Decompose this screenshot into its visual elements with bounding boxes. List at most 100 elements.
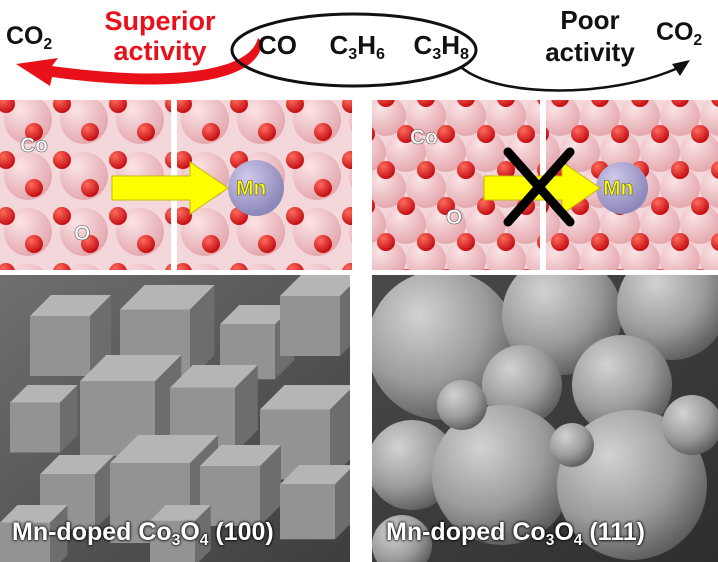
o-atom (711, 100, 718, 107)
crystal-structure-panels: Co O Mn Co O Mn (0, 100, 718, 270)
o-atom (177, 151, 192, 169)
co-atom (640, 204, 680, 244)
co-atom (560, 132, 600, 172)
blocked-x-icon (503, 147, 575, 227)
co-atom (406, 240, 446, 270)
sphere-particle (550, 423, 594, 467)
co-atom (189, 264, 221, 270)
sem-image-100 (0, 275, 350, 562)
o-atom (477, 197, 495, 215)
o-atom (0, 263, 15, 270)
co-atom-label-right: Co (410, 126, 438, 149)
o-atom (711, 161, 718, 179)
o-atom (615, 269, 625, 270)
co-atom (349, 164, 352, 188)
co-atom (660, 168, 700, 208)
o-atom (342, 263, 352, 270)
poor-activity-arrow (461, 60, 690, 92)
co-atom (466, 204, 506, 244)
o-atom (481, 269, 491, 270)
o-atom (286, 207, 304, 225)
mn-atom-left (228, 160, 284, 216)
o-atom (631, 233, 649, 251)
reactant-ellipse (230, 12, 478, 88)
co-atom (546, 100, 580, 136)
o-atom (165, 207, 171, 225)
co-atom (486, 240, 526, 270)
o-atom (671, 233, 689, 251)
sem-image-111 (372, 275, 718, 562)
co-atom (680, 132, 718, 172)
co-atom (600, 132, 640, 172)
o-atom (258, 235, 276, 253)
co-atom (446, 100, 486, 136)
o-atom (230, 100, 248, 113)
cube-particle (150, 505, 211, 562)
o-atom (377, 100, 395, 107)
reactant-gases: CO C3H6 C3H8 (258, 30, 469, 64)
o-atom (202, 235, 220, 253)
o-atom (457, 161, 475, 179)
o-atom (521, 269, 531, 270)
o-atom (397, 197, 415, 215)
o-atom (314, 179, 332, 197)
o-atom (437, 197, 455, 215)
co-atom-label-left: Co (20, 134, 48, 157)
co-atom (68, 264, 100, 270)
co-atom (12, 264, 44, 270)
co-atom (640, 132, 680, 172)
o-atom (202, 123, 220, 141)
o-atom (691, 125, 709, 143)
gas-c3h6: C3H6 (329, 30, 385, 64)
o-atom (551, 233, 569, 251)
o-atom (497, 100, 515, 107)
o-atom (695, 269, 705, 270)
o-atom (109, 100, 127, 113)
o-atom (230, 263, 248, 270)
co-atom (560, 204, 600, 244)
co-atom (446, 240, 486, 270)
mn-atom-right (596, 162, 648, 214)
sem-caption-100: Mn-doped Co3O4 (100) (12, 518, 274, 549)
o-atom (53, 263, 71, 270)
co-atom (486, 100, 526, 136)
co-atom (349, 220, 352, 244)
superior-activity-arrow (16, 38, 262, 86)
o-atom (165, 100, 171, 113)
o-atom (109, 207, 127, 225)
o-atom (417, 233, 435, 251)
o-atom (81, 123, 99, 141)
co-atom (372, 168, 406, 208)
o-atom (651, 197, 669, 215)
o-atom (671, 100, 689, 107)
poor-activity-label: Poor activity (545, 5, 635, 67)
cube-particle (0, 505, 68, 562)
co-atom (386, 204, 426, 244)
o-atom (711, 233, 718, 251)
o-atom (177, 100, 192, 113)
o-atom (314, 235, 332, 253)
co-atom (124, 264, 156, 270)
sem-caption-111: Mn-doped Co3O4 (111) (386, 518, 645, 549)
cube-particle (280, 465, 350, 540)
sphere-particle (432, 405, 572, 545)
o-atom (137, 123, 155, 141)
o-atom (537, 100, 540, 105)
o-atom (457, 233, 475, 251)
o-atom (342, 207, 352, 225)
sphere-particle (372, 515, 432, 562)
o-atom (81, 179, 99, 197)
co-atom (245, 264, 277, 270)
o-atom (0, 207, 15, 225)
cube-particle (280, 275, 350, 356)
o-atom (53, 207, 71, 225)
sphere-particle (557, 410, 707, 560)
co-atom (700, 168, 718, 208)
o-atom (477, 125, 495, 143)
co-atom (546, 204, 560, 244)
o-atom (286, 100, 304, 113)
gas-c3h8: C3H8 (413, 30, 469, 64)
sphere-particle (572, 335, 672, 435)
co-atom (580, 240, 620, 270)
o-atom (314, 123, 332, 141)
